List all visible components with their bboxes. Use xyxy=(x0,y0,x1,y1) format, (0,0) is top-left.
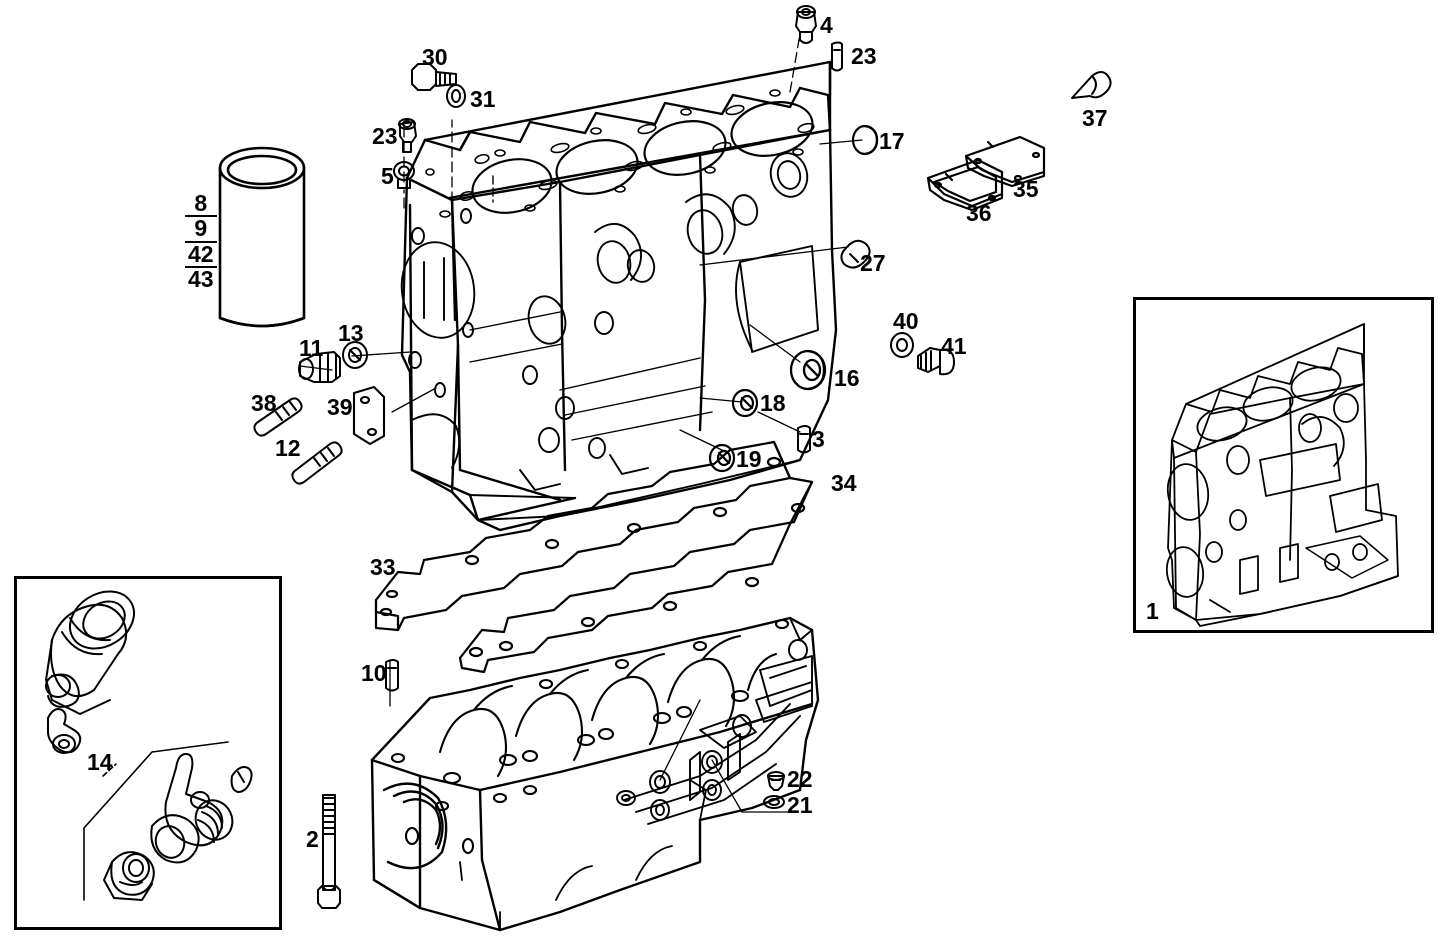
callout-40: 40 xyxy=(893,308,919,334)
callout-36: 36 xyxy=(966,200,992,226)
cylinder-bores xyxy=(471,101,814,214)
part-27-dowel-sleeve xyxy=(840,239,871,269)
inset-nozzle-detail-frame xyxy=(14,576,282,930)
block-side-face-detail xyxy=(469,152,819,521)
lower-crankcase xyxy=(370,616,820,932)
part-38-stud xyxy=(253,397,303,437)
callout-23-top: 23 xyxy=(851,43,877,69)
oil-gallery xyxy=(616,617,813,825)
callout-2: 2 xyxy=(306,826,319,852)
deck-holes xyxy=(425,89,815,218)
callout-1: 1 xyxy=(1146,598,1159,624)
part-31-washer xyxy=(446,84,466,108)
callout-34: 34 xyxy=(831,470,857,496)
inset-block-assembly-frame xyxy=(1133,297,1434,633)
callout-31: 31 xyxy=(470,86,496,112)
part-11-nozzle xyxy=(298,351,341,383)
callout-21: 21 xyxy=(787,792,813,818)
callout-38: 38 xyxy=(251,390,277,416)
part-22-screw-plug xyxy=(767,771,785,791)
callout-17: 17 xyxy=(879,128,905,154)
inset-nozzle-drawing xyxy=(45,590,253,901)
callout-16: 16 xyxy=(834,365,860,391)
inset-block-drawing xyxy=(1165,323,1399,627)
liner-number-8: 8 xyxy=(185,191,217,218)
part-41-screw xyxy=(917,347,955,376)
liner-number-9: 9 xyxy=(185,217,217,243)
callout-11: 11 xyxy=(299,335,324,361)
part-13-seal-ring xyxy=(342,341,368,369)
liner-number-43: 43 xyxy=(188,266,214,293)
part-33-gasket xyxy=(374,440,792,632)
part-23-plug-left xyxy=(398,118,417,153)
callout-4: 4 xyxy=(820,12,833,38)
part-39-bracket xyxy=(352,385,386,446)
part-18-bushing xyxy=(731,388,759,418)
callout-19: 19 xyxy=(736,446,762,472)
callout-3: 3 xyxy=(812,426,825,452)
part-36-cover-gasket xyxy=(926,158,1004,212)
part-2-main-bolt xyxy=(317,794,341,909)
part-40-washer xyxy=(890,332,914,358)
callout-30: 30 xyxy=(422,44,448,70)
part-4-switch xyxy=(795,5,817,44)
callout-13: 13 xyxy=(338,320,364,346)
callout-33: 33 xyxy=(370,554,396,580)
part-19-bushing xyxy=(708,443,736,473)
part-12-stud xyxy=(291,441,343,485)
callout-27: 27 xyxy=(860,250,886,276)
part-37-tapered-plug xyxy=(1071,71,1112,99)
callout-35: 35 xyxy=(1013,176,1039,202)
block-front-face-detail xyxy=(400,208,476,469)
part-5-plug-screw xyxy=(393,161,415,189)
callout-37: 37 xyxy=(1082,105,1108,131)
callout-14: 14 xyxy=(87,749,113,775)
upper-cylinder-block xyxy=(400,60,838,532)
lower-block-misc xyxy=(459,779,707,931)
part-17-core-plug xyxy=(851,124,879,156)
part-34-gasket xyxy=(458,440,814,674)
callout-22: 22 xyxy=(787,766,813,792)
callout-12: 12 xyxy=(275,435,301,461)
callout-18: 18 xyxy=(760,390,786,416)
cylinder-liner xyxy=(218,146,306,328)
callout-10: 10 xyxy=(361,660,387,686)
callout-41: 41 xyxy=(941,333,967,359)
liner-part-number-stack: 8 9 42 43 xyxy=(185,191,217,293)
callout-23-left: 23 xyxy=(372,123,398,149)
callout-5: 5 xyxy=(381,163,394,189)
part-3-dowel-pin xyxy=(797,425,811,454)
part-10-dowel xyxy=(385,659,399,692)
callout-39: 39 xyxy=(327,394,353,420)
liner-number-42: 42 xyxy=(185,242,217,269)
part-16-bushing xyxy=(789,349,827,391)
main-bearing-webs xyxy=(390,618,790,855)
part-23-dowel-right xyxy=(831,41,843,72)
